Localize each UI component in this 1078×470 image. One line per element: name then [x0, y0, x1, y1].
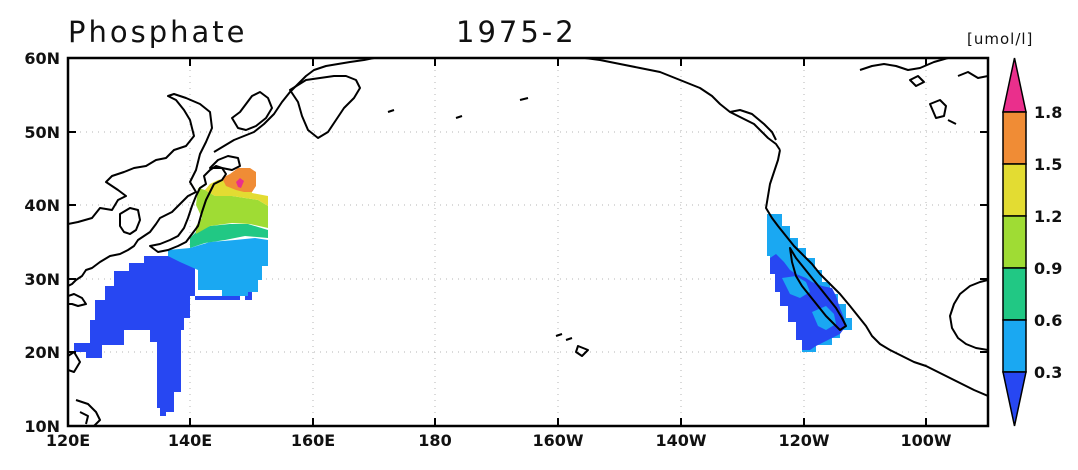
colorbar-tick-label: 1.8 [1034, 103, 1062, 122]
colorbar: 1.8 1.5 1.2 0.9 0.6 0.3 [1002, 57, 1062, 427]
colorbar-bottom-arrow [1002, 371, 1027, 427]
colorbar-bin [1002, 111, 1027, 165]
colorbar-bin [1002, 267, 1027, 321]
colorbar-top-arrow [1002, 57, 1027, 113]
y-tick-label: 40N [24, 196, 60, 215]
map-variable-title: Phosphate [68, 15, 248, 49]
x-tick-label: 180 [418, 431, 451, 450]
y-tick-label: 60N [24, 49, 60, 68]
x-tick-label: 120W [778, 431, 829, 450]
colorbar-tick-label: 0.3 [1034, 363, 1062, 382]
coastlines [68, 58, 988, 426]
colorbar-tick-label: 0.9 [1034, 259, 1062, 278]
x-tick-label: 140E [168, 431, 212, 450]
x-tick-label: 140W [655, 431, 706, 450]
x-tick-label: 120E [46, 431, 90, 450]
map-gridlines [68, 58, 988, 426]
colorbar-bin [1002, 163, 1027, 217]
y-tick-label: 20N [24, 343, 60, 362]
colorbar-unit-label: [umol/l] [967, 30, 1033, 48]
x-tick-label: 160W [532, 431, 583, 450]
colorbar-tick-label: 1.5 [1034, 155, 1062, 174]
baja-field [767, 214, 852, 352]
x-axis: 120E 140E 160E 180 160W 140W 120W 100W [46, 58, 952, 450]
x-tick-label: 160E [291, 431, 335, 450]
colorbar-bin [1002, 319, 1027, 373]
y-axis: 60N 50N 40N 30N 20N 10N [24, 49, 988, 436]
y-tick-label: 10N [24, 417, 60, 436]
map-frame [66, 56, 990, 428]
colorbar-bin [1002, 215, 1027, 269]
colorbar-tick-label: 0.6 [1034, 311, 1062, 330]
y-tick-label: 50N [24, 123, 60, 142]
y-tick-label: 30N [24, 270, 60, 289]
colorbar-tick-label: 1.2 [1034, 207, 1062, 226]
map-period-title: 1975-2 [456, 15, 577, 49]
map-plot-area [68, 58, 988, 426]
west-pacific-field [74, 168, 268, 416]
x-tick-label: 100W [900, 431, 951, 450]
